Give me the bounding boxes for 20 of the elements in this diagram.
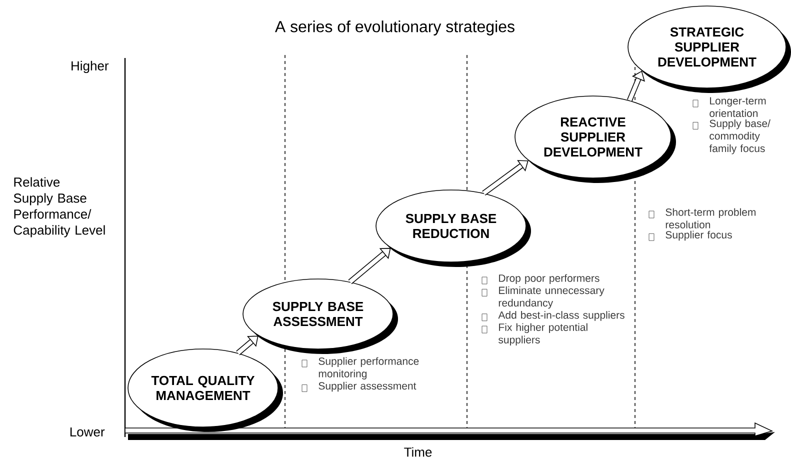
axis-label: Relative Supply Base Performance/ Capability Level [14, 177, 105, 238]
bullet-item: Supplier assessment [302, 382, 416, 392]
bullet-item: Fix higher potential suppliers [482, 323, 588, 346]
axis-label: Lower [70, 427, 105, 437]
bullet-item: Short-term problem resolution [648, 208, 756, 228]
title: A series of evolutionary strategies [274, 20, 514, 36]
block-arrow [236, 336, 258, 356]
node-label: STRATEGIC SUPPLIER DEVELOPMENT [658, 27, 756, 67]
block-arrow [348, 248, 391, 284]
block-arrow [482, 160, 528, 196]
bullet-item: Add best-in-class suppliers [482, 311, 624, 322]
bullet-item: Supplier performance monitoring [302, 357, 419, 380]
bullet-item: Longer-term orientation [692, 97, 766, 118]
bullet-item: Supply base/ commodity family focus [692, 119, 770, 154]
block-arrow [627, 70, 645, 102]
bullet-item: Supplier focus [648, 230, 732, 241]
axis-label: Higher [72, 60, 109, 74]
bullet-item: Eliminate unnecessary redundancy [482, 286, 604, 309]
bullet-item: Drop poor performers [482, 274, 600, 284]
axis-label: Time [404, 447, 432, 457]
